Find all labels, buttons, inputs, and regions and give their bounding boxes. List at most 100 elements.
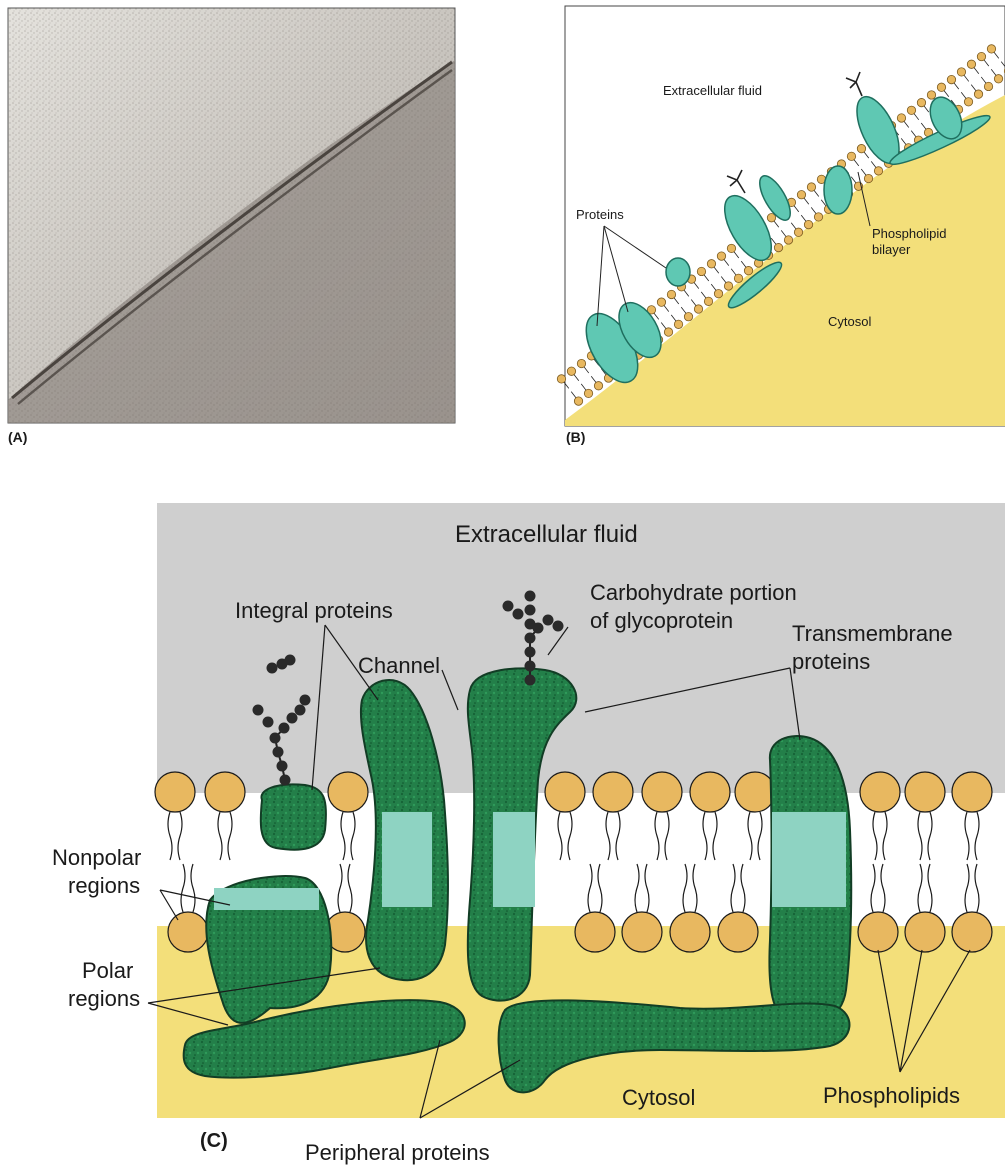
- phospholipid-head-icon: [774, 243, 782, 251]
- phospholipid-head-icon: [952, 912, 992, 952]
- c-trans-label-1: Transmembrane: [792, 621, 953, 646]
- c-extracellular-label: Extracellular fluid: [455, 521, 638, 548]
- sugar-bead-icon: [525, 633, 536, 644]
- protein-shape: [666, 258, 690, 286]
- phospholipid-head-icon: [957, 68, 965, 76]
- panel-b-schematic: Extracellular fluid Proteins Phospholipi…: [557, 6, 1005, 426]
- phospholipid-head-icon: [594, 382, 602, 390]
- b-cytosol-label: Cytosol: [828, 314, 871, 329]
- c-polar-label-1: Polar: [82, 958, 133, 983]
- c-carb-label-1: Carbohydrate portion: [590, 580, 797, 605]
- phospholipid-head-icon: [575, 912, 615, 952]
- phospholipid-head-icon: [704, 297, 712, 305]
- sugar-bead-icon: [503, 601, 514, 612]
- phospholipid-head-icon: [994, 75, 1002, 83]
- phospholipid-head-icon: [974, 90, 982, 98]
- c-channel-label: Channel: [358, 653, 440, 678]
- sugar-bead-icon: [543, 615, 554, 626]
- phospholipid-head-icon: [707, 260, 715, 268]
- phospholipid-head-icon: [205, 772, 245, 812]
- phospholipid-head-icon: [642, 772, 682, 812]
- b-bilayer-label-1: Phospholipid: [872, 226, 946, 241]
- sugar-bead-icon: [300, 695, 311, 706]
- panel-a-micrograph: [8, 8, 455, 423]
- phospholipid-head-icon: [735, 772, 775, 812]
- protein-shape: [824, 166, 852, 214]
- sugar-bead-icon: [525, 675, 536, 686]
- sugar-bead-icon: [525, 661, 536, 672]
- b-proteins-label: Proteins: [576, 207, 624, 222]
- phospholipid-head-icon: [864, 174, 872, 182]
- sugar-bead-icon: [513, 609, 524, 620]
- c-nonpolar-label-2: regions: [68, 873, 140, 898]
- phospholipid-head-icon: [784, 236, 792, 244]
- phospholipid-head-icon: [718, 912, 758, 952]
- phospholipid-head-icon: [874, 167, 882, 175]
- sugar-bead-icon: [263, 717, 274, 728]
- sugar-bead-icon: [287, 713, 298, 724]
- phospholipid-head-icon: [734, 274, 742, 282]
- phospholipid-head-icon: [664, 328, 672, 336]
- phospholipid-head-icon: [977, 52, 985, 60]
- sugar-bead-icon: [267, 663, 278, 674]
- sugar-bead-icon: [279, 723, 290, 734]
- phospholipid-head-icon: [987, 45, 995, 53]
- phospholipid-head-icon: [967, 60, 975, 68]
- b-extracellular-label: Extracellular fluid: [663, 83, 762, 98]
- c-cytosol-label: Cytosol: [622, 1085, 695, 1110]
- sugar-bead-icon: [285, 655, 296, 666]
- phospholipid-head-icon: [814, 213, 822, 221]
- sugar-bead-icon: [525, 591, 536, 602]
- phospholipid-head-icon: [577, 359, 585, 367]
- phospholipid-head-icon: [328, 772, 368, 812]
- sugar-bead-icon: [525, 647, 536, 658]
- nonpolar-region-band: [382, 812, 432, 907]
- phospholipid-head-icon: [670, 912, 710, 952]
- sugar-bead-icon: [270, 733, 281, 744]
- phospholipid-head-icon: [860, 772, 900, 812]
- phospholipid-head-icon: [807, 183, 815, 191]
- phospholipid-head-icon: [847, 152, 855, 160]
- phospholipid-head-icon: [905, 912, 945, 952]
- phospholipid-head-icon: [684, 312, 692, 320]
- phospholipid-head-icon: [168, 912, 208, 952]
- phospholipid-head-icon: [657, 298, 665, 306]
- phospholipid-head-icon: [858, 912, 898, 952]
- integral-protein-small: [261, 784, 326, 849]
- sugar-bead-icon: [273, 747, 284, 758]
- c-carb-label-2: of glycoprotein: [590, 608, 733, 633]
- panel-b-tag: (B): [566, 429, 585, 445]
- panel-a-tag: (A): [8, 429, 27, 445]
- phospholipid-head-icon: [797, 191, 805, 199]
- phospholipid-head-icon: [694, 305, 702, 313]
- phospholipid-head-icon: [697, 267, 705, 275]
- c-nonpolar-label-1: Nonpolar: [52, 845, 141, 870]
- sugar-bead-icon: [525, 619, 536, 630]
- c-phospholipids-label: Phospholipids: [823, 1083, 960, 1108]
- nonpolar-region-band: [772, 812, 846, 907]
- phospholipid-head-icon: [545, 772, 585, 812]
- phospholipid-head-icon: [727, 244, 735, 252]
- phospholipid-head-icon: [964, 98, 972, 106]
- nonpolar-region-band: [214, 888, 319, 910]
- b-bilayer-label-2: bilayer: [872, 242, 911, 257]
- phospholipid-head-icon: [557, 375, 565, 383]
- phospholipid-head-icon: [622, 912, 662, 952]
- phospholipid-head-icon: [917, 98, 925, 106]
- sugar-bead-icon: [525, 605, 536, 616]
- phospholipid-head-icon: [593, 772, 633, 812]
- phospholipid-head-icon: [574, 397, 582, 405]
- phospholipid-head-icon: [905, 772, 945, 812]
- phospholipid-head-icon: [794, 228, 802, 236]
- phospholipid-head-icon: [714, 289, 722, 297]
- phospholipid-head-icon: [952, 772, 992, 812]
- phospholipid-head-icon: [927, 91, 935, 99]
- phospholipid-head-icon: [724, 282, 732, 290]
- phospholipid-head-icon: [804, 220, 812, 228]
- sugar-bead-icon: [553, 621, 564, 632]
- panel-c-diagram: Extracellular fluid Integral proteins Ch…: [52, 503, 1005, 1118]
- phospholipid-head-icon: [584, 389, 592, 397]
- c-integral-label: Integral proteins: [235, 598, 393, 623]
- phospholipid-head-icon: [155, 772, 195, 812]
